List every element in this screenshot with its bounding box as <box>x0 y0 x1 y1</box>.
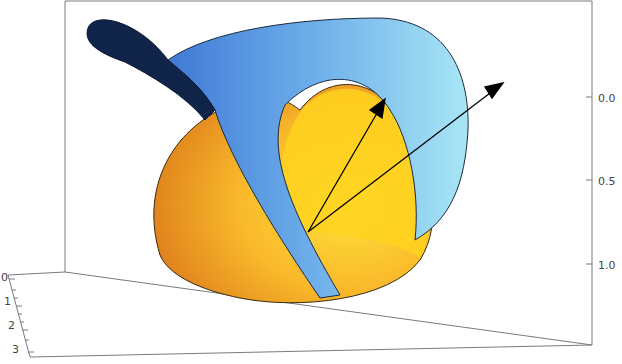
y-tick-label: 0 <box>1 272 8 283</box>
y-tick-label: 3 <box>12 344 19 355</box>
y-tick-label: 2 <box>8 320 15 331</box>
z-tick-label: 0.5 <box>598 176 616 187</box>
y-tick-label: 1 <box>4 296 11 307</box>
z-tick-label: 0.0 <box>598 93 616 104</box>
z-tick-label: 1.0 <box>598 260 616 271</box>
